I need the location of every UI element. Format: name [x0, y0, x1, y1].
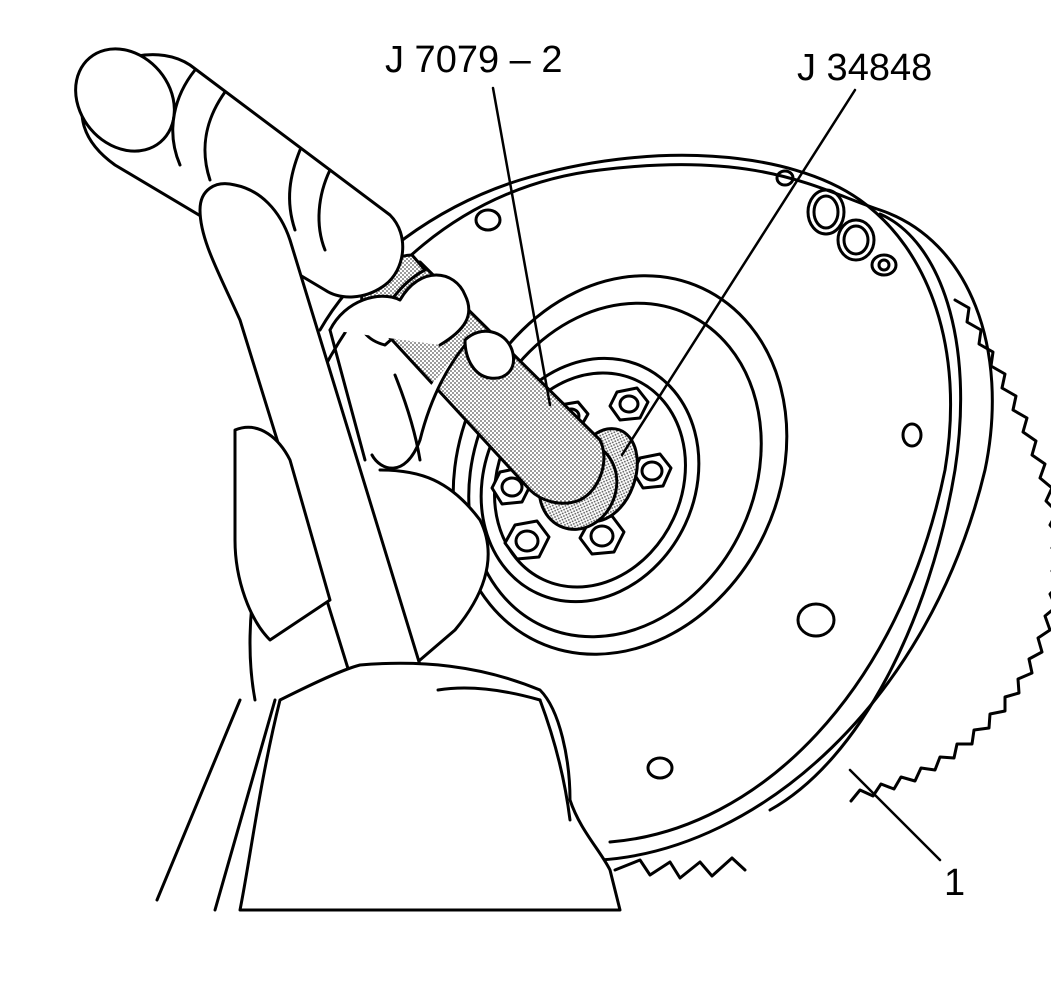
leader-line-part-1: [848, 768, 942, 862]
callout-label-tool-a: J 7079 – 2: [385, 39, 562, 81]
bolt-1: [608, 386, 650, 422]
leader-line-tool-b: [620, 88, 857, 457]
callout-label-part-1: 1: [944, 862, 965, 904]
leader-line-tool-a: [491, 86, 552, 407]
bolt-4: [503, 519, 551, 561]
bolt-2: [631, 452, 673, 490]
hammer: [74, 47, 422, 912]
callout-leaders: [491, 86, 942, 862]
callout-label-tool-b: J 34848: [797, 47, 932, 89]
lower-hand: [233, 425, 622, 912]
ring-gear-teeth: [849, 298, 1051, 803]
upper-hand: [328, 273, 515, 662]
